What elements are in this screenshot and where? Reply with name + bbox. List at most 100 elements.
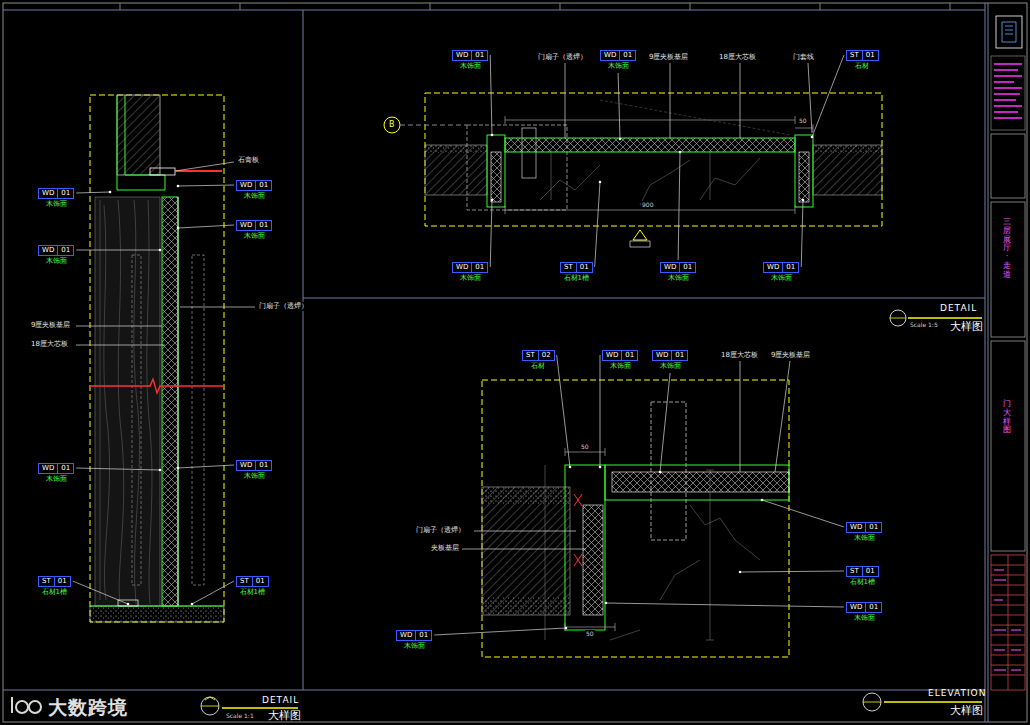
tag-cell: 01 (620, 50, 636, 61)
view-title: 大样图 (268, 709, 301, 722)
callout-label: 18厘大芯板 (718, 53, 757, 62)
title-column-part (994, 64, 1022, 118)
plan-detail-part (633, 230, 647, 240)
elevation-detail-part (482, 597, 570, 615)
leader-line (490, 200, 492, 267)
tag-code: WD01 (763, 262, 799, 273)
material-name: 木饰面 (236, 472, 272, 481)
tag-cell: WD (660, 262, 680, 273)
material-name: 木饰面 (236, 232, 272, 241)
title-column-part (996, 16, 1022, 48)
callout-label: 9厘夹板基层 (770, 351, 811, 360)
material-name: 木饰面 (38, 257, 74, 266)
material-name: 木饰面 (396, 642, 432, 651)
dimension: 50 (580, 443, 590, 451)
leader-line (490, 55, 492, 135)
tag-cell: ST (560, 262, 577, 273)
elevation-detail-part (482, 487, 570, 505)
sheet-frame-part (988, 3, 989, 722)
title-symbols-part (201, 697, 219, 706)
elevation-detail-part (482, 380, 789, 657)
leader-line (73, 581, 128, 604)
material-name: 木饰面 (660, 274, 696, 283)
material-name: 木饰面 (600, 62, 636, 71)
elevation-detail-part (545, 465, 546, 640)
leader-line (595, 182, 600, 267)
tag-cell: 01 (866, 522, 882, 533)
elevation-detail-part (610, 505, 760, 640)
tag-cell: WD (763, 262, 783, 273)
tag-cell: 02 (539, 350, 555, 361)
sheet-frame-part (3, 10, 985, 11)
material-name: 石材 (846, 62, 879, 71)
label-leaders-part (808, 63, 812, 133)
tag-cell: 01 (58, 463, 74, 474)
tag-code: ST01 (236, 576, 269, 587)
tag-cell: 01 (672, 350, 688, 361)
tag-cell: WD (452, 50, 472, 61)
material-name: 木饰面 (452, 62, 488, 71)
left-detail-part (90, 606, 224, 622)
tag-cell: 01 (416, 630, 432, 641)
title-symbols-part (863, 702, 881, 703)
tag-cell: ST (846, 50, 863, 61)
leader-dot (159, 469, 162, 472)
tag-cell: ST (38, 576, 55, 587)
material-tag: WD01木饰面 (236, 220, 272, 241)
tag-cell: 01 (256, 220, 272, 231)
material-tag: ST02石材 (522, 350, 555, 371)
leader-dot (659, 471, 662, 474)
title-symbols-part (884, 701, 982, 703)
view-title: ELEVATION (928, 688, 986, 699)
label-leaders-part (775, 361, 790, 472)
left-detail-part (95, 197, 160, 606)
title-column-part (991, 555, 1025, 690)
elevation-detail-part (605, 465, 789, 500)
leader-line (178, 225, 234, 228)
tag-cell: 01 (863, 50, 879, 61)
material-tag: WD01木饰面 (236, 460, 272, 481)
sheet-frame-part (120, 3, 950, 10)
tag-cell: 01 (256, 460, 272, 471)
tag-cell: 01 (472, 50, 488, 61)
leader-dot (491, 199, 494, 202)
tag-cell: ST (236, 576, 253, 587)
tag-code: WD01 (452, 50, 488, 61)
left-detail-part (132, 255, 141, 585)
title-symbols-part (201, 697, 219, 715)
tag-cell: 01 (55, 576, 71, 587)
material-name: 木饰面 (846, 534, 882, 543)
callout-label: 9厘夹板基层 (648, 53, 689, 62)
material-name: 木饰面 (763, 274, 799, 283)
leader-line (618, 73, 620, 139)
plan-detail-part (384, 117, 400, 133)
tag-code: WD01 (236, 180, 272, 191)
plan-detail-part (487, 135, 505, 207)
elevation-detail (482, 380, 789, 657)
view-title: 大样图 (950, 320, 983, 333)
tag-cell: WD (38, 463, 58, 474)
leader-dot (159, 249, 162, 252)
left-detail-part (90, 95, 224, 622)
material-tag: ST01石材1槽 (560, 262, 593, 283)
plan-detail-part (400, 125, 467, 126)
leader-line (76, 468, 160, 470)
tag-cell: 01 (58, 245, 74, 256)
leader-dot (811, 136, 814, 139)
left-detail-part (90, 605, 224, 606)
material-tag: WD01木饰面 (600, 50, 636, 71)
material-name: 石材1槽 (560, 274, 593, 283)
tag-code: WD01 (660, 262, 696, 273)
left-detail-part (192, 255, 204, 585)
callout-label: 夹板基层 (430, 544, 460, 553)
material-tag: WD01木饰面 (602, 350, 638, 371)
plan-detail (384, 93, 882, 247)
leader-dot (802, 199, 805, 202)
material-tag: WD01木饰面 (38, 188, 74, 209)
view-title: Scale 1:5 (910, 321, 938, 329)
plan-detail-part (799, 152, 809, 202)
leader-dot (491, 134, 494, 137)
callout-label: 9厘夹板基层 (30, 321, 71, 330)
